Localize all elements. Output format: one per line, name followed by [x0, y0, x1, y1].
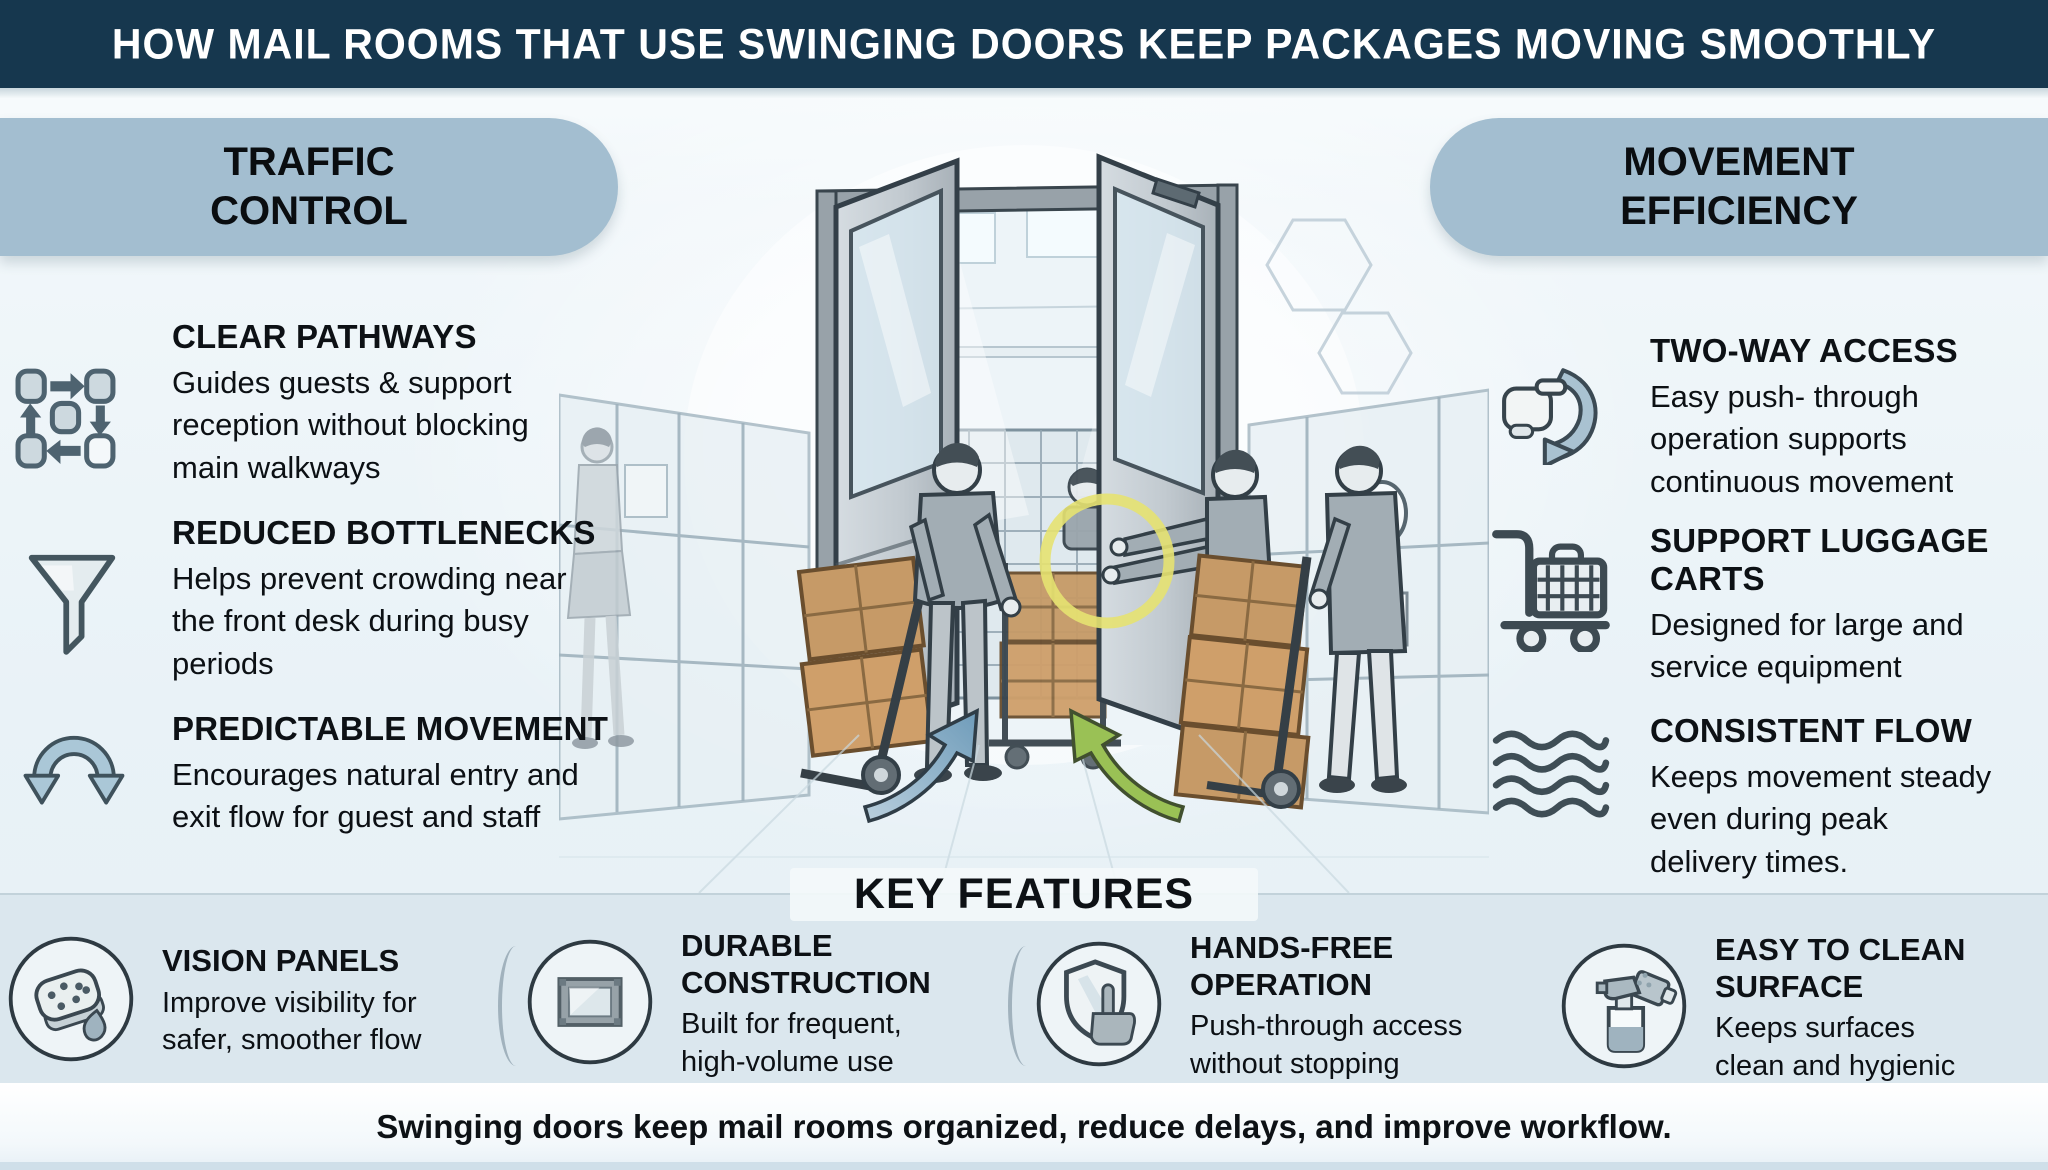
list-item-two-way-access: TWO-WAY ACCESS Easy push- through operat…: [1490, 332, 2045, 503]
item-title: REDUCED BOTTLENECKS: [172, 514, 596, 551]
waves-icon: [1490, 726, 1650, 883]
feature-title: DURABLE CONSTRUCTION: [681, 928, 931, 1000]
door-closer: [1151, 177, 1201, 209]
item-title: TWO-WAY ACCESS: [1650, 332, 1958, 369]
key-features-title: KEY FEATURES: [0, 868, 2048, 921]
mailroom-illustration: [559, 145, 1489, 894]
feature-body: Built for frequent, high-volume use: [681, 1008, 902, 1078]
item-body: Designed for large and service equipment: [1650, 607, 1964, 685]
item-title: SUPPORT LUGGAGE CARTS: [1650, 522, 1989, 597]
feature-easy-to-clean: EASY TO CLEAN SURFACE Keeps surfaces cle…: [1557, 932, 1965, 1086]
divider-arc: [1008, 946, 1044, 1066]
item-body: Encourages natural entry and exit flow f…: [172, 757, 579, 835]
item-title: PREDICTABLE MOVEMENT: [172, 710, 609, 747]
hexagon-decor: [1265, 218, 1413, 395]
header-bar: HOW MAIL ROOMS THAT USE SWINGING DOORS K…: [0, 0, 2048, 88]
item-body: Keeps movement steady even during peak d…: [1650, 759, 1992, 879]
banner-movement-efficiency-label: MOVEMENT EFFICIENCY: [1620, 140, 1858, 233]
spray-bottle-icon: [1557, 939, 1691, 1078]
worker-left-handtruck: [796, 442, 1022, 795]
shield-hand-icon: [1032, 937, 1166, 1076]
feature-durable-construction: DURABLE CONSTRUCTION Built for frequent,…: [523, 928, 931, 1082]
item-body: Easy push- through operation supports co…: [1650, 379, 1954, 499]
footer-bar: Swinging doors keep mail rooms organized…: [0, 1083, 2048, 1170]
list-item-consistent-flow: CONSISTENT FLOW Keeps movement steady ev…: [1490, 712, 2045, 883]
feature-title: VISION PANELS: [162, 943, 400, 979]
walking-person: [566, 427, 634, 749]
banner-traffic-control-label: TRAFFIC CONTROL: [210, 140, 408, 233]
feature-hands-free-operation: HANDS-FREE OPERATION Push-through access…: [1032, 930, 1462, 1084]
feature-title: HANDS-FREE OPERATION: [1190, 930, 1394, 1002]
item-title: CONSISTENT FLOW: [1650, 712, 1972, 749]
green-flow-arrow: [1069, 708, 1186, 824]
banner-movement-efficiency: MOVEMENT EFFICIENCY: [1430, 118, 2048, 256]
right-swing-door: [1096, 153, 1221, 745]
push-hand-icon: [1490, 358, 1650, 503]
blue-flow-arrow: [862, 708, 979, 824]
feature-body: Keeps surfaces clean and hygienic: [1715, 1012, 1956, 1082]
feature-title: EASY TO CLEAN SURFACE: [1715, 932, 1966, 1004]
item-body: Guides guests & support reception withou…: [172, 365, 529, 485]
list-item-reduced-bottlenecks: REDUCED BOTTLENECKS Helps prevent crowdi…: [14, 514, 664, 685]
yellow-highlight-ring: [1039, 493, 1175, 629]
list-item-clear-pathways: CLEAR PATHWAYS Guides guests & support r…: [14, 318, 664, 489]
feature-vision-panels: VISION PANELS Improve visibility for saf…: [4, 932, 422, 1071]
item-title: CLEAR PATHWAYS: [172, 318, 477, 355]
footer-strip: [0, 1162, 2048, 1170]
divider-arc: [498, 946, 534, 1066]
list-item-support-luggage-carts: SUPPORT LUGGAGE CARTS Designed for large…: [1490, 522, 2045, 689]
u-turn-arrows-icon: [14, 718, 142, 839]
luggage-cart-icon: [1490, 526, 1650, 689]
funnel-icon: [14, 544, 142, 685]
sponge-icon: [4, 932, 138, 1071]
header-divider: [0, 88, 2048, 98]
banner-traffic-control: TRAFFIC CONTROL: [0, 118, 618, 256]
footer-text: Swinging doors keep mail rooms organized…: [376, 1107, 1672, 1145]
framed-panel-icon: [523, 935, 657, 1074]
feature-body: Push-through access without stopping: [1190, 1010, 1463, 1080]
feature-body: Improve visibility for safer, smoother f…: [162, 986, 422, 1057]
doorway-cart: [989, 467, 1121, 770]
pathway-flow-icon: [14, 352, 142, 489]
item-body: Helps prevent crowding near the front de…: [172, 561, 567, 681]
list-item-predictable-movement: PREDICTABLE MOVEMENT Encourages natural …: [14, 710, 664, 839]
page-title: HOW MAIL ROOMS THAT USE SWINGING DOORS K…: [111, 19, 1937, 68]
